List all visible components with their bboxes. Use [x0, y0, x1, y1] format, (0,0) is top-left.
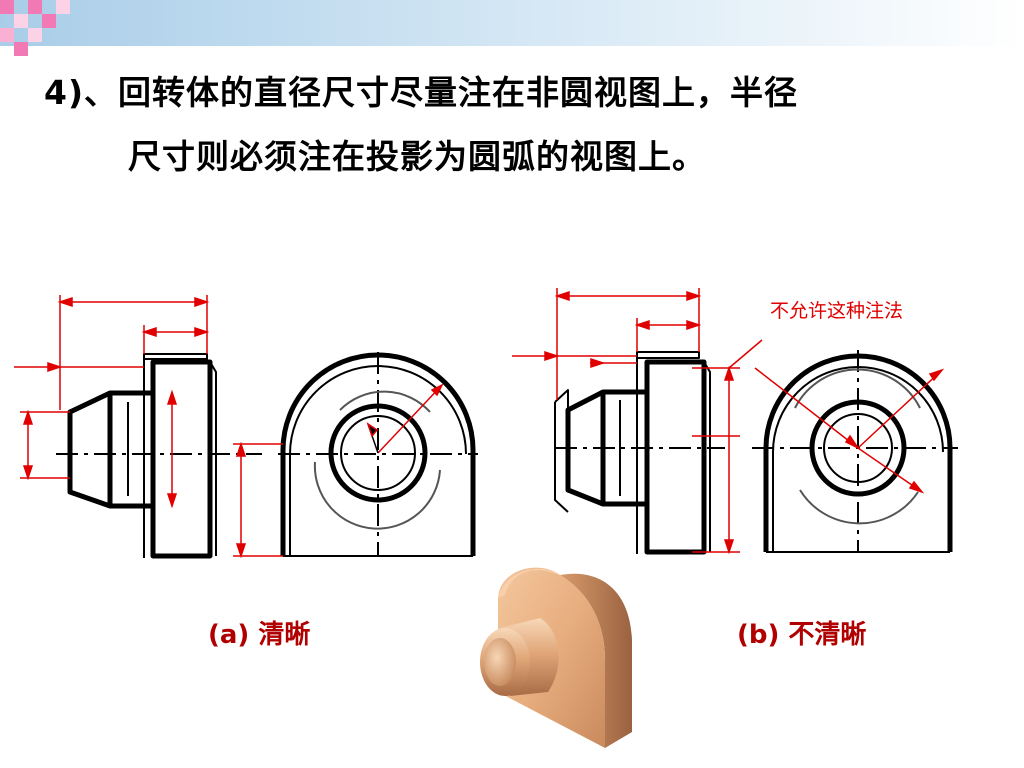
figure-a-dimensions: [14, 295, 444, 559]
header-band: [0, 0, 1024, 46]
model-cylinder: [480, 618, 559, 696]
figure-b-annotation: 不允许这种注法: [770, 300, 904, 322]
figure-a-center-lines: [56, 352, 478, 556]
figure-a-caption: (a) 清晰: [208, 620, 311, 650]
figure-b-center-lines: [555, 350, 958, 552]
figure-a-front-view: [280, 352, 476, 557]
figure-b-caption: (b) 不清晰: [737, 620, 867, 650]
figure-b-dimensions: [512, 288, 945, 555]
checker-logo: [0, 0, 70, 56]
heading-line-1: 4)、回转体的直径尺寸尽量注在非圆视图上，半径: [44, 73, 799, 112]
figure-a-side-view: [67, 353, 217, 559]
figure-b-front-view: [763, 353, 953, 553]
heading-line-2: 尺寸则必须注在投影为圆弧的视图上。: [128, 137, 706, 176]
